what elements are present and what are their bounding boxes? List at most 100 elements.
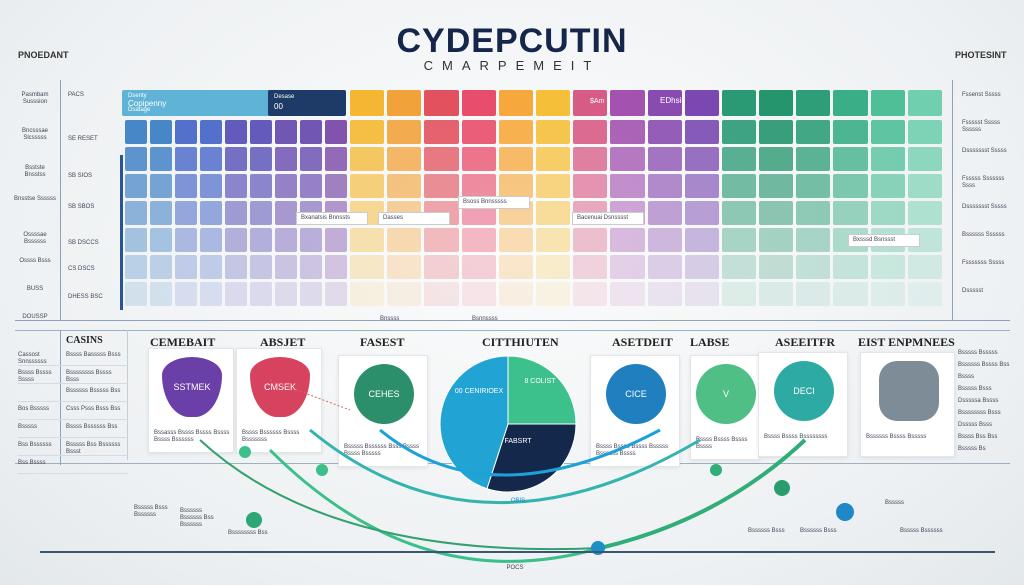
grid-cell <box>461 255 496 279</box>
grid-cell <box>684 201 719 225</box>
grid-cell <box>325 147 347 171</box>
grid-cell <box>125 147 147 171</box>
table-row-rule <box>18 383 128 384</box>
card-badge-text: SSTMEK <box>173 382 211 392</box>
card-badge-text: DECI <box>793 386 815 396</box>
grid-cell <box>684 120 719 144</box>
right-row-label: Dssssssst Sssss <box>962 204 1007 210</box>
grid-cell <box>350 228 385 252</box>
card-badge-shape: CMSEK <box>250 357 310 417</box>
grid-cell <box>225 228 247 252</box>
grid-header-cell <box>796 90 831 116</box>
grid-cell <box>610 228 645 252</box>
card-description: Bssssss Bssss Bsssss <box>866 434 927 440</box>
grid-cell <box>150 282 172 306</box>
grid-cell <box>125 201 147 225</box>
grid-header-cell <box>461 90 496 116</box>
grid-row-marker <box>120 155 123 310</box>
grid-cell <box>387 147 422 171</box>
card-badge-shape: CICE <box>606 364 666 424</box>
timeline-node <box>774 480 790 496</box>
grid-cell <box>250 228 272 252</box>
pie-caption: OBIS <box>510 498 526 504</box>
grid-bottom-tag: Bnssss <box>380 316 400 322</box>
grid-cell <box>759 282 794 306</box>
right-divider <box>952 80 953 320</box>
grid-cell <box>573 228 608 252</box>
grid-cell <box>721 201 757 225</box>
table-row-rule <box>18 473 128 474</box>
table-row-label: Bss Bssss <box>18 460 46 466</box>
grid-cell <box>350 174 385 198</box>
table-row-rule <box>18 419 128 420</box>
timeline-note: Bssssss Bssssss Bss Bssssss <box>180 508 214 528</box>
grid-cell <box>647 228 682 252</box>
grid-callout: Bxanatsis Bnnssts <box>296 212 368 225</box>
grid-cell <box>796 120 831 144</box>
timeline-arc <box>309 428 701 504</box>
grid-cell <box>684 282 719 306</box>
grid-cell <box>907 255 942 279</box>
grid-cell <box>250 147 272 171</box>
top-navy-block: Desase 00 <box>268 90 346 116</box>
left-row-label: Pasmbam Susssion <box>21 92 49 105</box>
timeline-arc <box>599 438 807 550</box>
grid-header-cell <box>573 90 608 116</box>
left-row-label: Bsstste Bnsstss <box>24 165 46 178</box>
table-row-label: Bss Bssssss <box>18 442 52 448</box>
grid-cell <box>200 255 222 279</box>
grid-cell <box>907 201 942 225</box>
navy-block-value: 00 <box>274 102 283 111</box>
timeline-node <box>316 464 328 476</box>
grid-cell <box>225 120 247 144</box>
grid-cell <box>498 147 533 171</box>
blue-block-line: Copipenny <box>128 99 167 108</box>
grid-cell <box>250 282 272 306</box>
right-row-label: Fsssss Sssssss Ssss <box>962 176 1005 189</box>
grid-cell <box>125 120 147 144</box>
card-description: Bssss Bssss Bssss Bssss <box>696 437 748 450</box>
grid-header-cell <box>684 90 719 116</box>
card-description: Bsssss Bssssss Bsss Bssss Bssss Bsssss <box>344 444 420 457</box>
info-card[interactable]: Bssssss Bssss Bsssss <box>860 352 955 457</box>
left-row-label: Bnsstse Ssssss <box>14 196 57 202</box>
grid-cell <box>424 228 459 252</box>
grid-cell <box>535 255 571 279</box>
grid-cell <box>498 282 533 306</box>
grid-cell <box>225 147 247 171</box>
section-right-label: Bssssssss Bsss <box>958 410 1001 416</box>
grid-cell <box>275 228 297 252</box>
timeline-note: Bssssss Bsss <box>748 528 785 534</box>
grid-cell <box>833 282 868 306</box>
grid-cell <box>250 201 272 225</box>
timeline-axis-label: POCS <box>506 565 524 571</box>
grid-cell <box>721 282 757 306</box>
grid-cell <box>796 228 831 252</box>
grid-cell <box>610 120 645 144</box>
grid-cell <box>833 255 868 279</box>
left-row-label: DOUSSP <box>22 314 48 320</box>
timeline-note: Bsssss Bsss Bssssss <box>134 505 168 518</box>
grid-cell <box>498 255 533 279</box>
grid-cell <box>647 120 682 144</box>
table-header: CASINS <box>66 335 103 346</box>
grid-cell <box>275 282 297 306</box>
grid-cell <box>796 147 831 171</box>
grid-cell <box>461 228 496 252</box>
right-row-label: Fssssst Sssss Ssssss <box>962 120 1001 133</box>
grid-cell <box>200 174 222 198</box>
grid-cell <box>250 174 272 198</box>
grid-cell <box>387 282 422 306</box>
grid-cell <box>796 174 831 198</box>
grid-cell <box>759 147 794 171</box>
grid-callout: Bsoss Bnnsssss <box>458 196 530 209</box>
page-title: CYDEPCUTIN <box>396 22 628 60</box>
grid-cell <box>225 174 247 198</box>
grid-header-cell <box>833 90 868 116</box>
